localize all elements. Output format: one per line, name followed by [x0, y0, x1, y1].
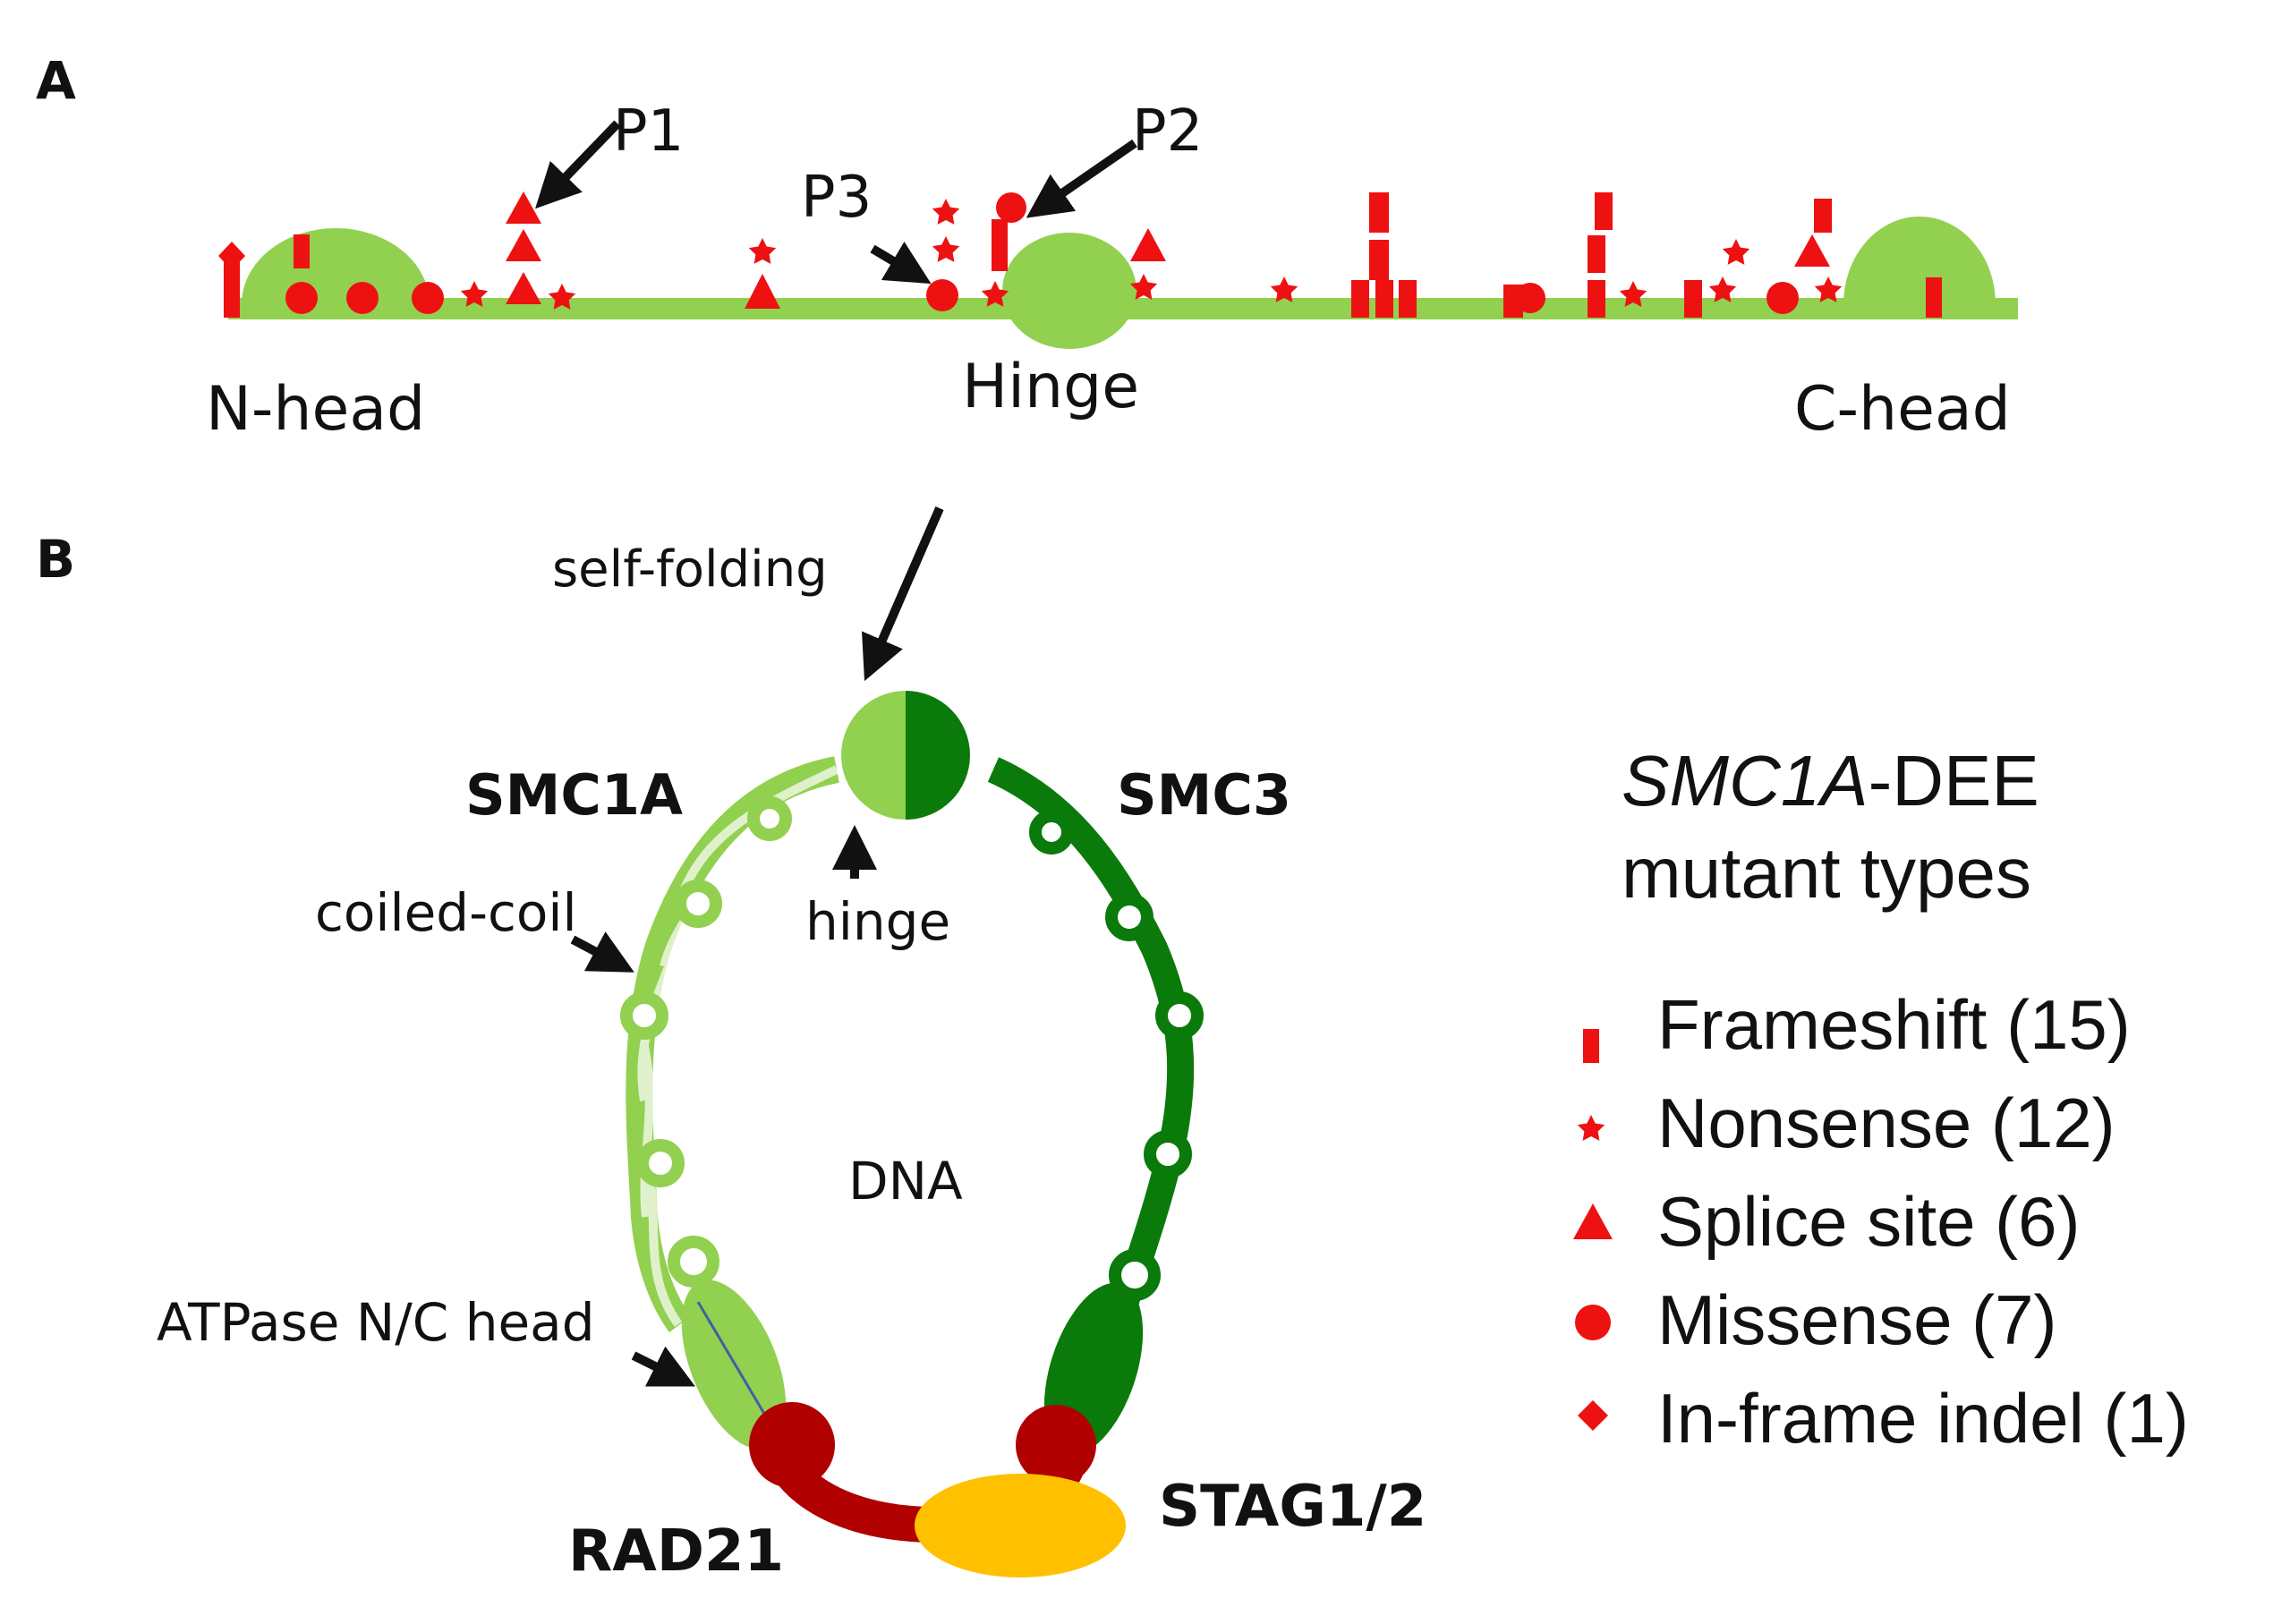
missense-marker	[346, 282, 379, 314]
smc1a-coil-loop	[747, 796, 792, 841]
rad21-n-terminus	[749, 1402, 835, 1488]
frameshift-marker	[1375, 280, 1393, 318]
legend-title-line1: SMC1A-DEE	[1622, 741, 2039, 821]
legend: SMC1A-DEE mutant types Frameshift (15) N…	[1573, 741, 2189, 1458]
legend-item-frameshift: Frameshift (15)	[1583, 985, 2131, 1064]
frameshift-marker	[1369, 192, 1389, 233]
smc1a-coil-loop	[674, 880, 722, 928]
legend-title-line2: mutant types	[1622, 833, 2031, 913]
self-folding-label: self-folding	[552, 540, 828, 599]
stag-body	[915, 1474, 1126, 1577]
frameshift-marker	[1684, 280, 1702, 318]
splice-site-marker	[1130, 228, 1166, 261]
p2-label: P2	[1132, 98, 1203, 165]
legend-label-missense: Missense (7)	[1657, 1280, 2056, 1359]
panel-b-letter: B	[36, 529, 75, 590]
missense-marker	[412, 282, 444, 314]
smc3-coil-loop	[1029, 810, 1074, 855]
smc1a-coil-twist	[637, 765, 839, 1327]
coiled-coil-label: coiled-coil	[315, 882, 577, 943]
legend-label-nonsense: Nonsense (12)	[1657, 1084, 2115, 1162]
smc3-label: SMC3	[1117, 762, 1291, 828]
frameshift-marker	[992, 219, 1008, 271]
smc3-coil-loop	[1105, 893, 1154, 941]
missense-marker	[996, 192, 1026, 223]
smc1a-hinge-half	[841, 691, 906, 820]
p3-arrow	[870, 242, 932, 285]
legend-label-splice-site: Splice site (6)	[1657, 1182, 2081, 1261]
p1-label: P1	[613, 98, 684, 165]
smc3-coil-loop	[1155, 991, 1204, 1040]
legend-item-splice-site: Splice site (6)	[1573, 1182, 2081, 1261]
p1-arrow	[535, 120, 621, 209]
frameshift-marker	[1351, 280, 1369, 318]
protein-schematic	[228, 217, 2018, 349]
splice-site-marker	[506, 191, 541, 224]
nonsense-marker	[1722, 239, 1750, 265]
nonsense-marker	[748, 238, 777, 264]
coiled-coil-arrow	[570, 931, 634, 973]
smc3-hinge-half	[906, 691, 970, 820]
frameshift-marker	[1588, 235, 1605, 273]
hinge-label: Hinge	[962, 352, 1139, 422]
p2-arrow	[1026, 139, 1137, 218]
nonsense-marker	[932, 199, 960, 225]
frameshift-marker	[224, 255, 240, 318]
splice-site-marker	[1794, 234, 1830, 267]
p3-label: P3	[801, 165, 872, 231]
smc1a-coil-loop	[636, 1139, 685, 1187]
n-head-domain	[242, 228, 430, 304]
legend-title-gene: SMC1A	[1622, 741, 1869, 821]
frameshift-marker	[1926, 277, 1942, 318]
frameshift-marker	[1595, 192, 1613, 230]
indel-marker	[218, 242, 245, 270]
splice-site-marker	[745, 274, 780, 309]
smc3-coil-loop	[1109, 1249, 1161, 1301]
n-head-label: N-head	[206, 374, 425, 445]
diamond-icon	[1578, 1400, 1608, 1431]
self-folding-arrow	[862, 506, 944, 682]
cohesin-ring	[620, 691, 1204, 1577]
legend-label-inframe-indel: In-frame indel (1)	[1657, 1379, 2189, 1458]
smc1a-label: SMC1A	[465, 762, 683, 828]
missense-marker	[1766, 282, 1799, 314]
smc3-coil-loop	[1144, 1130, 1192, 1178]
c-head-label: C-head	[1794, 374, 2011, 445]
c-head-domain	[1843, 217, 1996, 304]
legend-item-inframe-indel: In-frame indel (1)	[1578, 1379, 2189, 1458]
frameshift-marker	[1369, 240, 1389, 280]
hinge-label-b: hinge	[805, 891, 950, 952]
legend-label-frameshift: Frameshift (15)	[1657, 985, 2131, 1064]
splice-site-marker	[506, 272, 541, 304]
circle-icon	[1575, 1305, 1611, 1340]
dna-label: DNA	[848, 1151, 963, 1212]
smc1a-head-line	[696, 1301, 771, 1424]
splice-site-marker	[506, 229, 541, 261]
smc1a-coil-loop	[668, 1236, 719, 1288]
legend-item-nonsense: Nonsense (12)	[1577, 1084, 2115, 1162]
stag-label: STAG1/2	[1159, 1474, 1426, 1540]
frameshift-marker	[294, 234, 310, 268]
legend-title-suffix: -DEE	[1869, 741, 2039, 821]
smc1a-coil-loop	[620, 991, 668, 1040]
mutation-markers	[218, 191, 1942, 318]
missense-marker	[926, 279, 958, 311]
atpase-label: ATPase N/C head	[157, 1292, 595, 1353]
atpase-arrow	[631, 1346, 695, 1387]
frameshift-marker	[1588, 280, 1605, 318]
triangle-icon	[1573, 1203, 1613, 1239]
hinge-domain	[1002, 233, 1136, 349]
frameshift-marker	[1399, 280, 1417, 318]
legend-item-missense: Missense (7)	[1575, 1280, 2056, 1359]
frameshift-marker	[1814, 199, 1832, 233]
missense-marker	[285, 282, 318, 314]
rad21-label: RAD21	[568, 1518, 784, 1585]
star-icon	[1577, 1115, 1605, 1141]
panel-a-letter: A	[36, 50, 76, 111]
rad21-c-terminus	[1016, 1405, 1096, 1485]
rectangle-icon	[1583, 1029, 1599, 1063]
missense-marker	[1515, 283, 1545, 313]
nonsense-marker	[932, 236, 960, 262]
